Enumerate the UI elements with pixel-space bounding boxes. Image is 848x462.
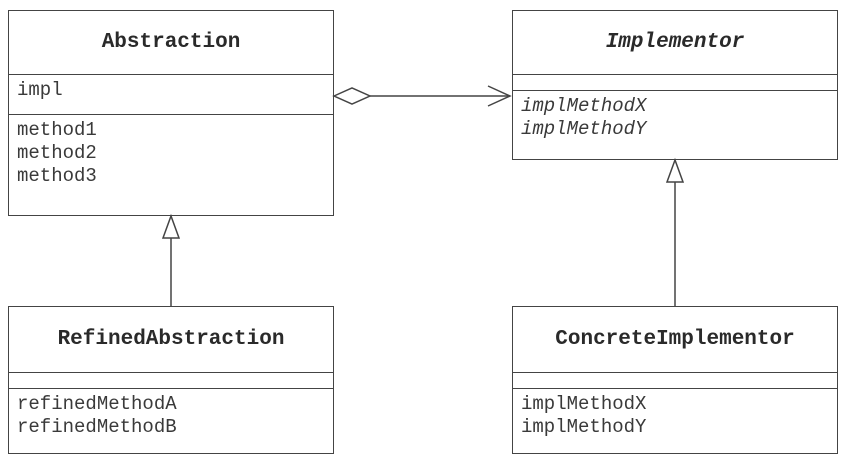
class-abstraction-name: Abstraction [9, 11, 333, 75]
inheritance-triangle-icon-left [161, 213, 181, 239]
method-refinedmethodb: refinedMethodB [17, 416, 177, 438]
class-concrete-implementor-name: ConcreteImplementor [513, 307, 837, 373]
field-impl: impl [17, 79, 63, 101]
class-concrete-implementor-fields [513, 373, 837, 389]
class-abstraction-fields: impl [9, 75, 333, 115]
class-refined-abstraction-fields [9, 373, 333, 389]
method-implmethodx: implMethodX [521, 393, 647, 415]
class-implementor: Implementor implMethodX implMethodY [512, 10, 838, 160]
inheritance-triangle-icon-right [665, 157, 685, 183]
method-method3: method3 [17, 165, 97, 187]
class-refined-abstraction: RefinedAbstraction refinedMethodA refine… [8, 306, 334, 454]
class-concrete-implementor-methods: implMethodX implMethodY [513, 389, 837, 443]
generalization-concrete-to-implementor [665, 157, 685, 306]
method-refinedmethoda: refinedMethodA [17, 393, 177, 415]
method-implmethodx: implMethodX [521, 95, 647, 117]
method-method2: method2 [17, 142, 97, 164]
class-implementor-fields [513, 75, 837, 91]
aggregation-connector [332, 85, 512, 107]
aggregation-diamond-icon [332, 87, 372, 105]
class-abstraction: Abstraction impl method1 method2 method3 [8, 10, 334, 216]
class-concrete-implementor: ConcreteImplementor implMethodX implMeth… [512, 306, 838, 454]
class-refined-abstraction-methods: refinedMethodA refinedMethodB [9, 389, 333, 443]
class-implementor-methods: implMethodX implMethodY [513, 91, 837, 145]
method-method1: method1 [17, 119, 97, 141]
method-implmethody: implMethodY [521, 118, 647, 140]
generalization-refined-to-abstraction [161, 213, 181, 306]
class-abstraction-methods: method1 method2 method3 [9, 115, 333, 192]
class-implementor-name: Implementor [513, 11, 837, 75]
method-implmethody: implMethodY [521, 416, 647, 438]
aggregation-arrowhead-icon [487, 85, 512, 107]
class-refined-abstraction-name: RefinedAbstraction [9, 307, 333, 373]
